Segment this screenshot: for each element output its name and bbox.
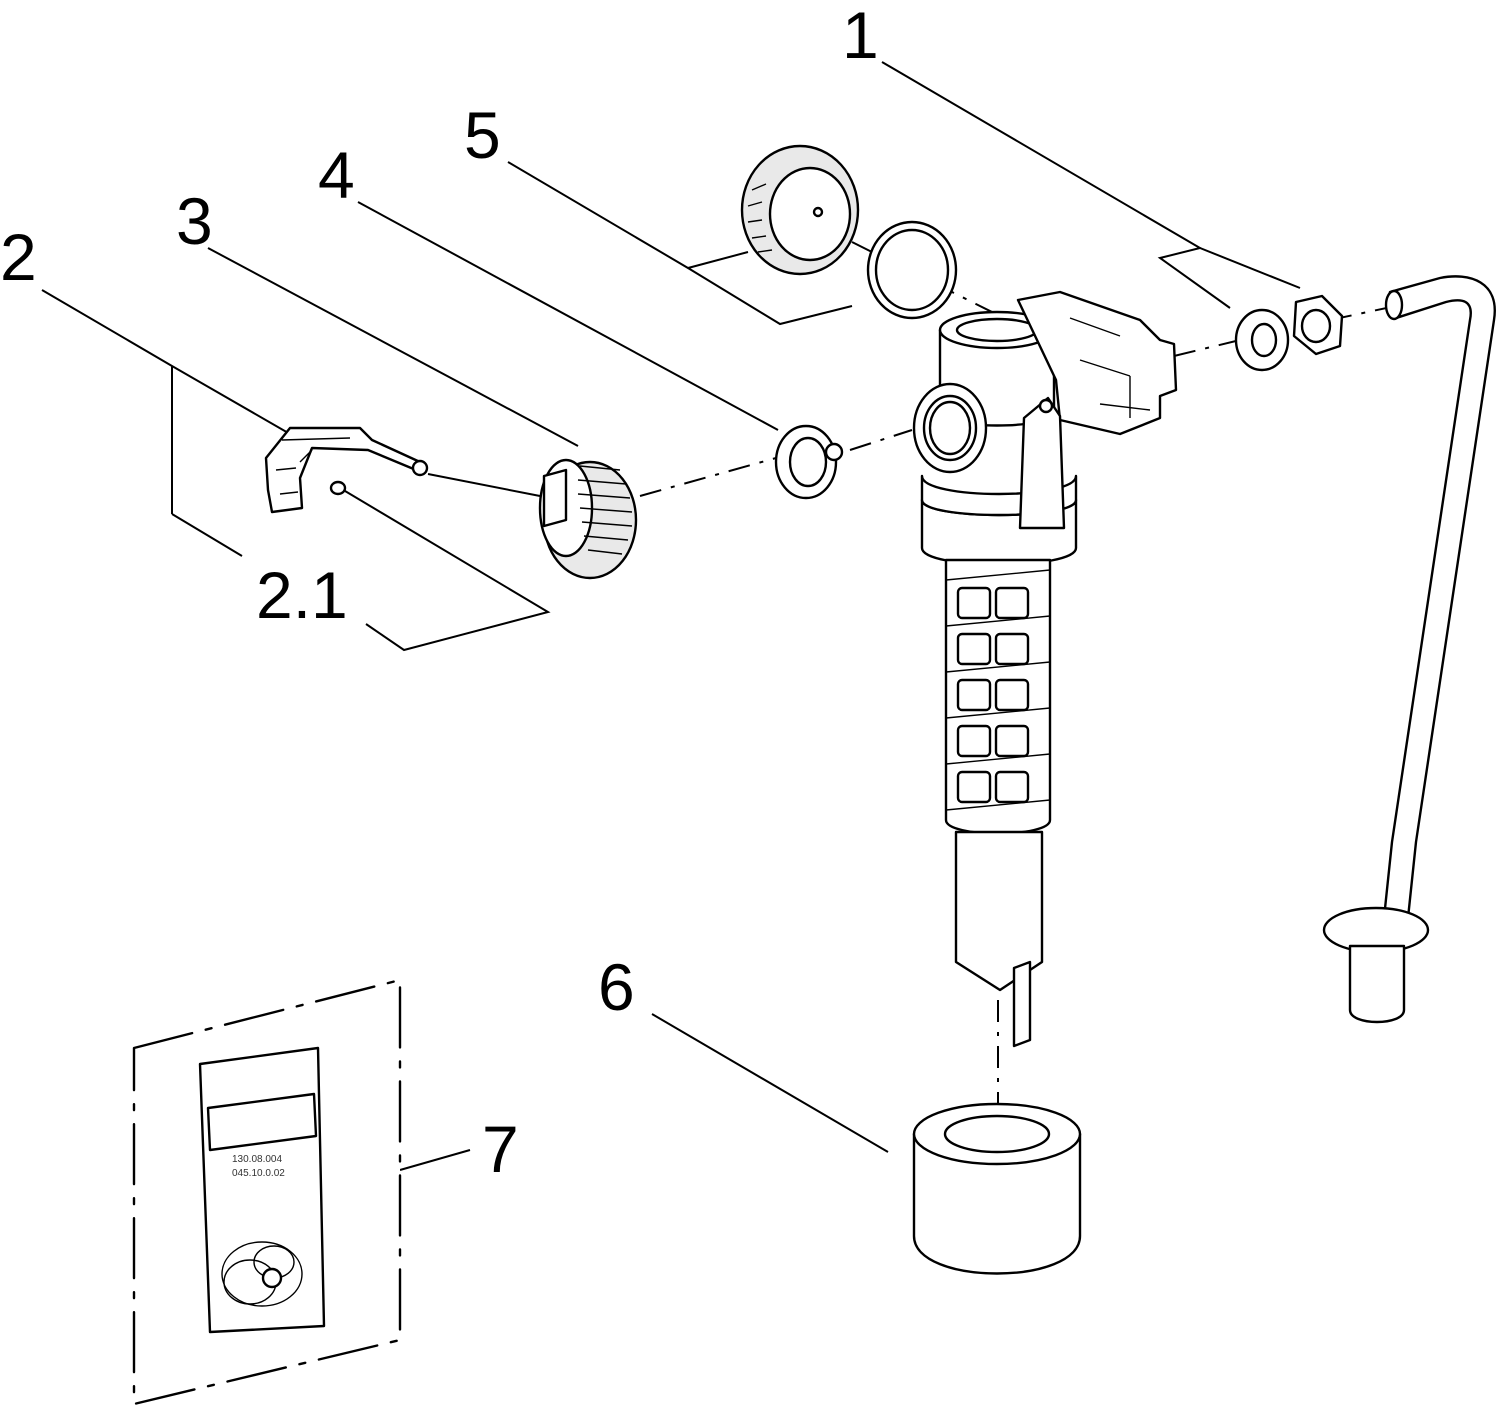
callout-5[interactable]: 5 xyxy=(464,98,501,172)
kit-label-line-2: 045.10.0.02 xyxy=(232,1168,285,1179)
inlet-pipe[interactable] xyxy=(1322,275,1496,1024)
callout-7[interactable]: 7 xyxy=(482,1112,519,1186)
callout-6[interactable]: 6 xyxy=(598,950,635,1024)
valve-part-4[interactable] xyxy=(774,424,844,500)
callout-2[interactable]: 2 xyxy=(0,220,37,294)
kit-label-line-1: 130.08.004 xyxy=(232,1154,282,1165)
callout-4[interactable]: 4 xyxy=(318,138,355,212)
spare-kit-part-7[interactable]: 130.08.004 045.10.0.02 xyxy=(132,978,402,1406)
o-ring-part-5[interactable] xyxy=(866,220,958,320)
leader-lines xyxy=(41,61,1301,1171)
callout-3[interactable]: 3 xyxy=(176,184,213,258)
callout-1[interactable]: 1 xyxy=(842,0,879,72)
fill-valve-body[interactable] xyxy=(912,290,1178,1048)
cap-part-5[interactable] xyxy=(740,144,860,276)
float-arm-part-2[interactable] xyxy=(264,426,429,514)
float-part-6[interactable] xyxy=(912,1102,1082,1275)
cage-windows xyxy=(956,586,1030,804)
pin-part-2-1[interactable] xyxy=(329,480,347,496)
washer-part-1[interactable] xyxy=(1234,308,1290,372)
callout-2-1[interactable]: 2.1 xyxy=(256,558,348,632)
filter-cap-part-3[interactable] xyxy=(538,458,638,580)
nut-part-1[interactable] xyxy=(1292,294,1344,356)
